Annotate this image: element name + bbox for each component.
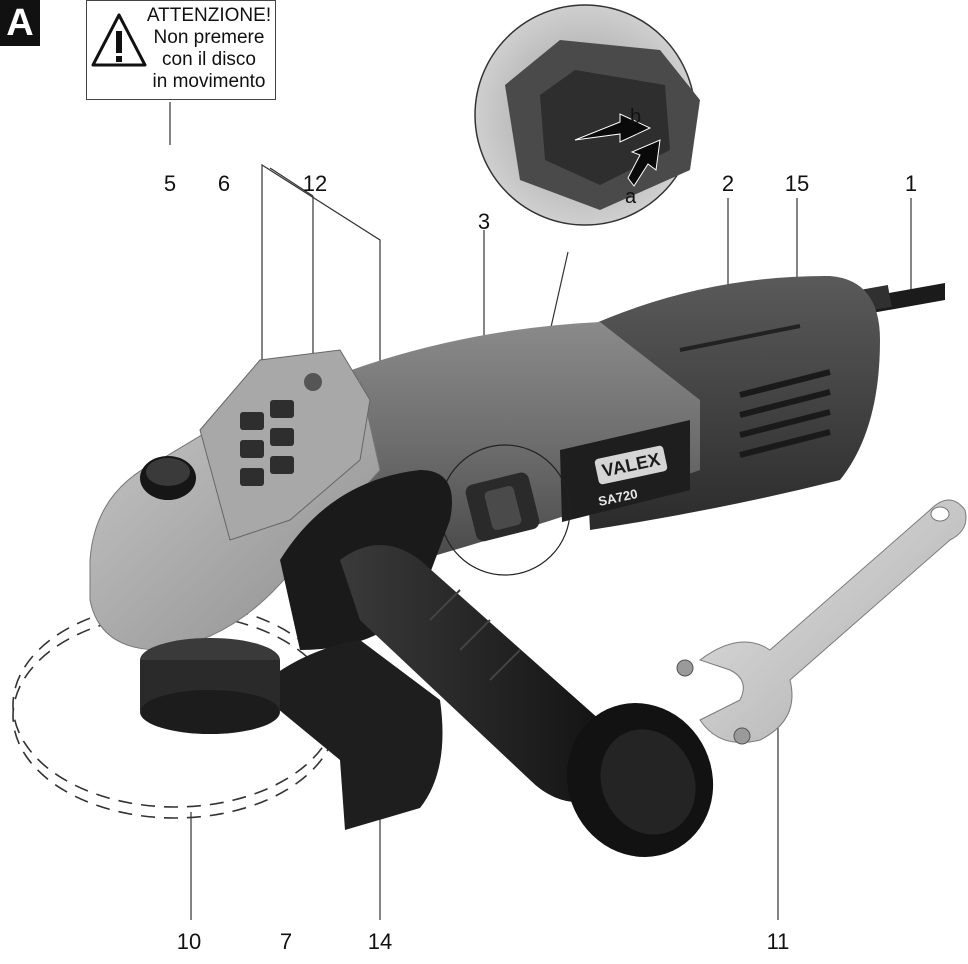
warning-line-1: ATTENZIONE! [146, 5, 272, 26]
warning-triangle-icon [91, 13, 147, 67]
warning-line-2: Non premere [153, 27, 265, 48]
warning-text: ATTENZIONE! Non premere con il disco in … [143, 5, 275, 93]
warning-line-3: con il disco [162, 49, 256, 70]
pin-spanner [676, 499, 967, 745]
head-vents [240, 400, 294, 486]
wheel-guard [255, 640, 443, 830]
callout-2: 2 [721, 171, 735, 196]
section-badge: A [0, 0, 40, 46]
callout-3: 3 [477, 209, 491, 234]
brand-plate: VALEX SA720 [560, 420, 690, 522]
switch-detail-view: b a [474, 4, 700, 226]
warning-line-4: in movimento [152, 71, 266, 92]
callout-6: 6 [217, 171, 231, 196]
callout-1: 1 [904, 171, 918, 196]
callout-7: 7 [279, 929, 293, 954]
auxiliary-handle[interactable] [340, 545, 620, 803]
callout-5: 5 [163, 171, 177, 196]
callout-11: 11 [766, 929, 790, 954]
callout-10: 10 [176, 929, 202, 954]
screw-head [304, 373, 322, 391]
warning-box: ATTENZIONE! Non premere con il disco in … [86, 0, 276, 100]
callout-14: 14 [367, 929, 393, 954]
callout-12: 12 [302, 171, 328, 196]
flange-nut [140, 690, 280, 734]
arrow-b [574, 113, 652, 143]
detail-label-a: a [625, 186, 637, 208]
arrow-a [627, 139, 661, 187]
callout-15: 15 [784, 171, 810, 196]
ventilation-slots [739, 369, 831, 458]
detail-label-b: b [630, 106, 641, 128]
